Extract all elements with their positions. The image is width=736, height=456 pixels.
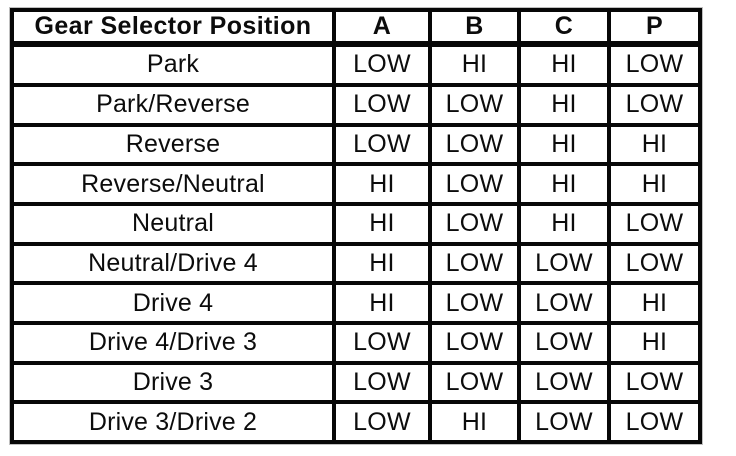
value-cell-a: LOW xyxy=(332,122,432,167)
value-cell-a: LOW xyxy=(332,320,432,365)
header-cell-c: C xyxy=(517,8,611,47)
value-cell-c: LOW xyxy=(517,281,611,325)
value-cell-c: LOW xyxy=(517,400,611,444)
value-cell-b: LOW xyxy=(428,281,521,325)
gear-position-cell: Reverse/Neutral xyxy=(10,162,336,206)
gear-position-cell: Drive 3 xyxy=(10,360,336,405)
gear-position-cell: Park xyxy=(10,42,336,87)
value-cell-a: HI xyxy=(332,201,432,246)
value-cell-p: HI xyxy=(607,281,702,325)
value-cell-a: LOW xyxy=(332,360,432,405)
gear-position-cell: Reverse xyxy=(10,122,336,167)
gear-position-cell: Neutral/Drive 4 xyxy=(10,241,336,286)
gear-position-cell: Park/Reverse xyxy=(10,82,336,127)
header-cell-gear-selector-position: Gear Selector Position xyxy=(10,8,336,47)
value-cell-p: LOW xyxy=(607,42,702,87)
header-cell-a: A xyxy=(332,8,432,47)
value-cell-c: HI xyxy=(517,201,611,246)
value-cell-b: LOW xyxy=(428,82,521,127)
value-cell-p: HI xyxy=(607,162,702,206)
value-cell-a: HI xyxy=(332,162,432,206)
value-cell-c: HI xyxy=(517,122,611,167)
value-cell-c: HI xyxy=(517,82,611,127)
value-cell-a: HI xyxy=(332,281,432,325)
value-cell-b: LOW xyxy=(428,122,521,167)
value-cell-p: LOW xyxy=(607,201,702,246)
value-cell-c: HI xyxy=(517,42,611,87)
gear-position-cell: Drive 4 xyxy=(10,281,336,325)
value-cell-p: LOW xyxy=(607,241,702,286)
value-cell-p: HI xyxy=(607,320,702,365)
gear-position-cell: Neutral xyxy=(10,201,336,246)
value-cell-a: LOW xyxy=(332,42,432,87)
value-cell-c: HI xyxy=(517,162,611,206)
value-cell-b: LOW xyxy=(428,360,521,405)
header-cell-p: P xyxy=(607,8,702,47)
header-cell-b: B xyxy=(428,8,521,47)
gear-position-cell: Drive 4/Drive 3 xyxy=(10,320,336,365)
value-cell-b: HI xyxy=(428,42,521,87)
value-cell-b: LOW xyxy=(428,201,521,246)
value-cell-b: LOW xyxy=(428,320,521,365)
value-cell-c: LOW xyxy=(517,320,611,365)
value-cell-b: LOW xyxy=(428,162,521,206)
value-cell-a: HI xyxy=(332,241,432,286)
value-cell-a: LOW xyxy=(332,400,432,444)
value-cell-c: LOW xyxy=(517,360,611,405)
value-cell-p: LOW xyxy=(607,82,702,127)
value-cell-p: HI xyxy=(607,122,702,167)
value-cell-b: HI xyxy=(428,400,521,444)
value-cell-a: LOW xyxy=(332,82,432,127)
value-cell-p: LOW xyxy=(607,400,702,444)
gear-position-cell: Drive 3/Drive 2 xyxy=(10,400,336,444)
value-cell-b: LOW xyxy=(428,241,521,286)
value-cell-c: LOW xyxy=(517,241,611,286)
value-cell-p: LOW xyxy=(607,360,702,405)
